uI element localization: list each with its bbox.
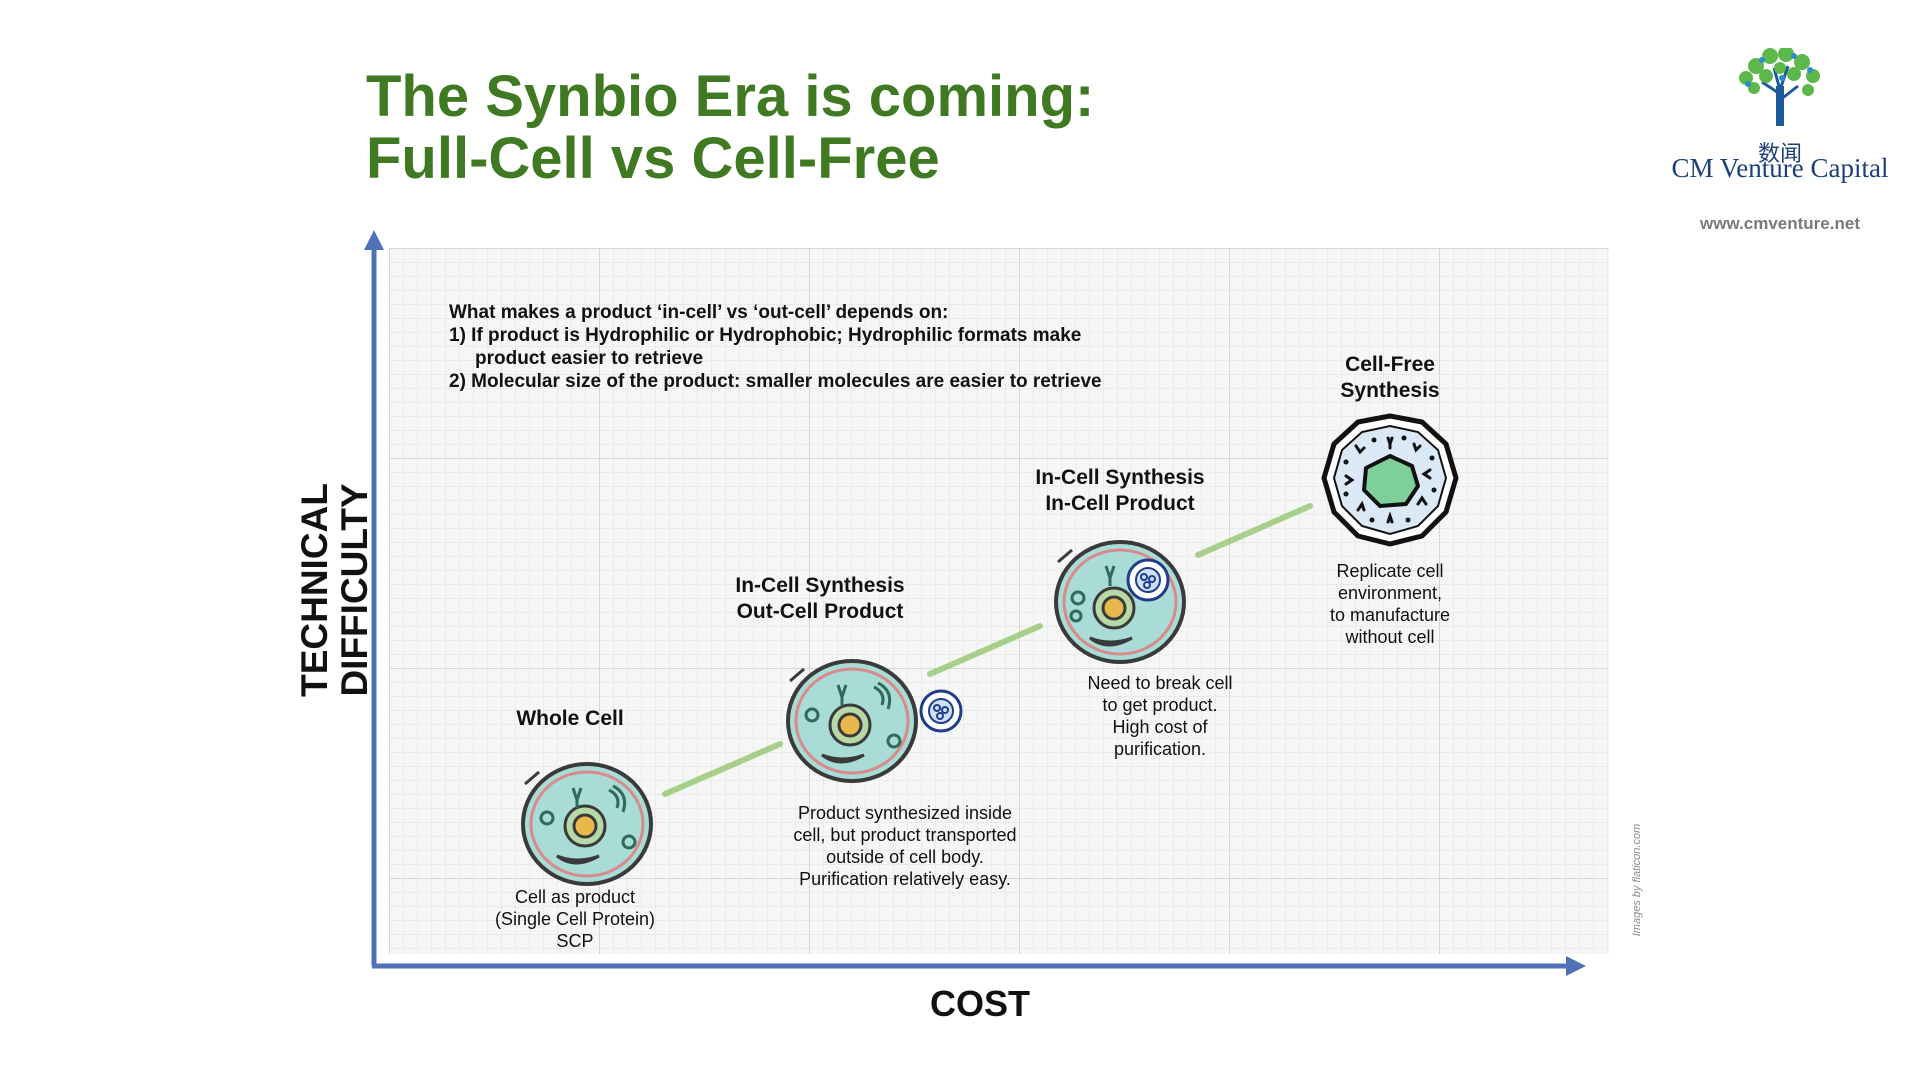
stage-out-cell-desc: Product synthesized inside cell, but pro… — [793, 803, 1017, 889]
y-axis-arrow-icon — [364, 230, 384, 250]
stage-in-cell-desc: Need to break cell to get product. High … — [1087, 673, 1233, 759]
website-link[interactable]: www.cmventure.net — [1700, 214, 1860, 233]
cell-icon — [786, 659, 918, 783]
note-intro: What makes a product ‘in-cell’ vs ‘out-c… — [449, 302, 949, 323]
stage-cell-free-desc: Replicate cell environment, to manufactu… — [1329, 561, 1451, 647]
connector-1 — [662, 741, 783, 797]
connector-2 — [927, 623, 1043, 677]
image-credit: Images by flaticon.com — [1631, 823, 1643, 937]
stage-out-cell-title: In-Cell Synthesis Out-Cell Product — [735, 574, 905, 623]
stage-cell-free-title: Cell-Free Synthesis — [1340, 353, 1440, 402]
stage-in-cell-title: In-Cell Synthesis In-Cell Product — [1035, 466, 1205, 515]
logo-name: CM Venture Capital — [1671, 153, 1889, 183]
connector-3 — [1195, 503, 1313, 558]
note-point-1: 1) If product is Hydrophilic or Hydropho… — [449, 325, 1082, 346]
cell-icon — [1054, 540, 1186, 664]
note-point-2: 2) Molecular size of the product: smalle… — [449, 371, 1102, 392]
tree-logo-icon: 数闻 — [1739, 48, 1820, 167]
cell-icon — [521, 762, 653, 886]
cell-free-icon — [1321, 413, 1459, 547]
x-axis-arrow-icon — [1566, 956, 1586, 976]
note-point-1-cont: product easier to retrieve — [475, 348, 704, 369]
x-axis-label: COST — [930, 983, 1031, 1024]
title-line-2: Full-Cell vs Cell-Free — [366, 126, 940, 191]
stage-whole-cell-desc: Cell as product (Single Cell Protein) SC… — [494, 887, 656, 951]
product-molecule-icon — [919, 689, 963, 733]
logo-chinese-text: 数闻 — [1758, 142, 1802, 167]
page-title: The Synbio Era is coming: Full-Cell vs C… — [366, 66, 1094, 190]
title-line-1: The Synbio Era is coming: — [366, 64, 1095, 129]
explanation-note: What makes a product ‘in-cell’ vs ‘out-c… — [449, 301, 1209, 393]
stage-whole-cell-title: Whole Cell — [516, 707, 624, 730]
